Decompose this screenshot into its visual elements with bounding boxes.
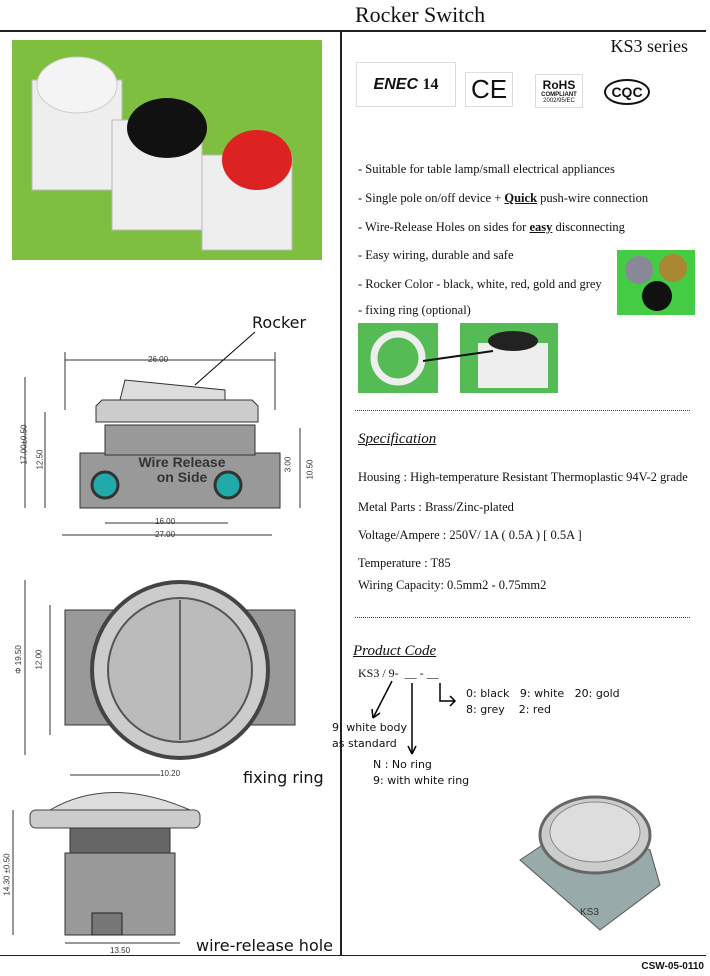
front-view-drawing: Wire Release on Side [24,352,301,536]
dimension: 12.00 [34,649,44,670]
feature-item: - Wire-Release Holes on sides for easy d… [358,220,625,234]
color-options: 0: black 9: white 20: gold [466,687,620,700]
spec-item: Housing : High-temperature Resistant The… [358,470,688,484]
body-option: 9: white body [332,721,408,734]
enec-icon: ENEC 14 [356,62,456,107]
dimension: 13.50 [110,946,131,955]
ring-option: 9: with white ring [373,774,470,787]
rocker-colors-photo [617,250,695,315]
svg-text:Wire Release: Wire Release [138,454,225,470]
switch-render: KS3 [519,795,661,931]
callout-line [194,331,256,386]
wire-release-hole-callout: wire-release hole [196,936,334,955]
document-code: CSW-05-0110 [641,961,704,972]
divider [355,617,690,618]
divider [340,31,342,955]
spec-item: Wiring Capacity: 0.5mm2 - 0.75mm2 [358,578,547,592]
feature-item: - Single pole on/off device + Quick push… [358,191,649,205]
side-view-drawing [12,774,201,944]
dimension: Φ 19.50 [13,645,23,674]
dimension: 16.00 [155,517,176,526]
divider [0,30,706,32]
dimension: 3.00 [283,456,293,473]
dimension: 17.00±0.50 [19,424,29,465]
product-photo [12,40,322,260]
code-arrows [371,680,457,755]
spec-item: Metal Parts : Brass/Zinc-plated [358,500,514,514]
dimension: 10.20 [160,769,181,778]
series-label: KS3 series [610,36,689,56]
page-title: Rocker Switch [355,2,486,27]
dimension: 27.00 [155,530,176,539]
body-option: as standard [332,737,397,750]
ce-icon: CE [465,72,513,107]
feature-item: - fixing ring (optional) [358,303,471,317]
divider [355,410,690,411]
divider [0,955,706,956]
cqc-icon: CQC [602,76,652,108]
color-options: 8: grey 2: red [466,703,551,716]
dimension: 10.50 [305,459,315,480]
feature-item: - Suitable for table lamp/small electric… [358,162,615,176]
svg-text:on Side: on Side [157,469,208,485]
feature-item: - Rocker Color - black, white, red, gold… [358,277,602,291]
fixing-ring-callout: fixing ring [243,768,324,787]
rocker-callout: Rocker [252,313,307,332]
specification-heading: Specification [358,431,437,447]
fixing-ring-photo [358,323,558,393]
spec-item: Voltage/Ampere : 250V/ 1A ( 0.5A ) [ 0.5… [358,528,582,542]
product-code: KS3 / 9- __ - __ [358,666,439,680]
dimension: 26.00 [148,355,169,364]
spec-item: Temperature : T85 [358,556,451,570]
ring-option: N : No ring [373,758,432,771]
dimension: 12.50 [35,449,45,470]
top-view-drawing [24,580,296,760]
product-code-heading: Product Code [353,643,437,659]
feature-item: - Easy wiring, durable and safe [358,248,514,262]
ks3-mark: KS3 [580,907,599,918]
dimension: 14.30 ±0.50 [2,853,12,896]
